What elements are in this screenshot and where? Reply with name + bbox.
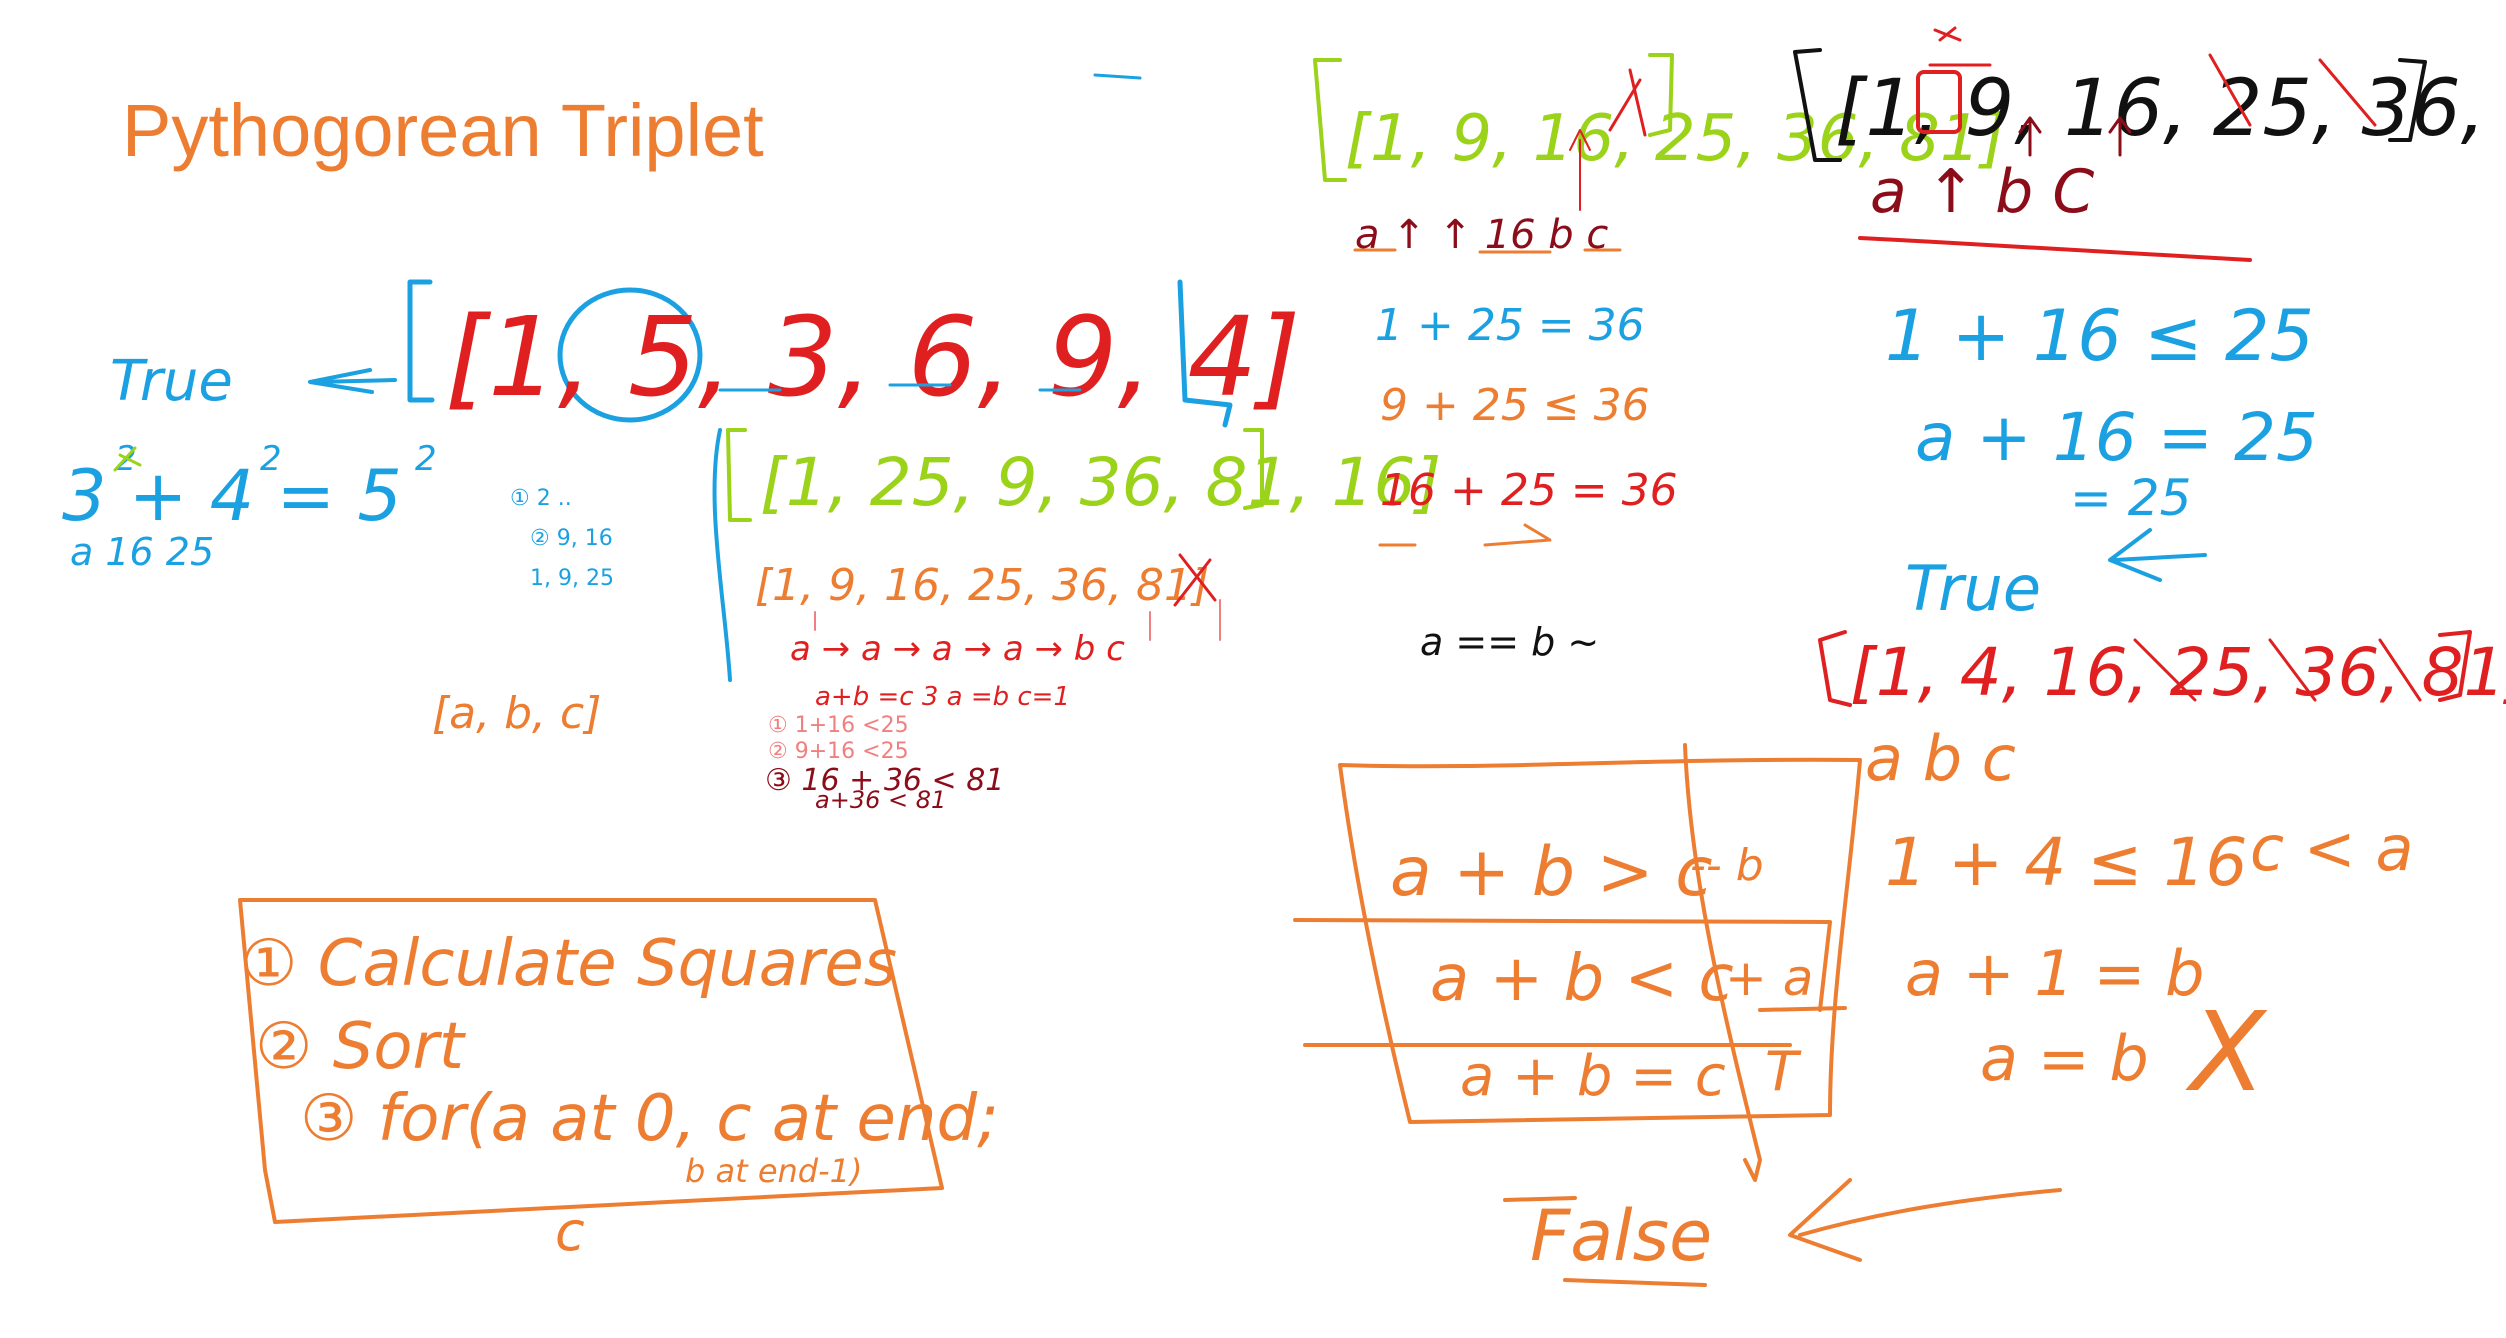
right-eq1: 1 + 16 ≤ 25 — [1885, 295, 2314, 377]
right-eq4: 1 + 4 ≤ 16 — [1885, 824, 2247, 901]
right-c-lt-a: c < a — [2250, 812, 2413, 885]
page-title: Pythogorean Triplet — [122, 89, 764, 172]
svg-text:② 9+16 <25: ② 9+16 <25 — [768, 739, 909, 764]
right-pointers: a ↑ b C — [1870, 157, 2094, 227]
right-array2: [1, 4, 16, 25, 36, 81] — [1850, 634, 2506, 711]
step-3b: a+36 < 81 — [815, 786, 946, 814]
table-row3: a + b = c — [1460, 1044, 1726, 1109]
svg-text:2: 2 — [260, 439, 282, 479]
algo-step-2: ② Sort — [255, 1010, 467, 1084]
table-row1-action: -- b — [1690, 840, 1764, 891]
mid-eq1: 1 + 25 = 36 — [1375, 300, 1645, 351]
middle-column: [1, 9, 16, 25, 36, 81] a ↑ ↑ 16 b c 1 + … — [1313, 53, 2006, 664]
right-column: [1, 9, 16, 25, 36, 81] a ↑ b C 1 + 16 ≤ … — [1793, 26, 2506, 1116]
svg-text:② 9, 16: ② 9, 16 — [530, 526, 613, 551]
sorted-array-text: [1, 9, 16, 25, 36, 81] — [755, 560, 1209, 611]
false-label: False — [1530, 1195, 1712, 1277]
right-eq3: = 25 — [2070, 469, 2191, 527]
step-3a: ③ 16 + 36 < 81 — [765, 763, 1004, 798]
svg-text:① 2 ..: ① 2 .. — [510, 486, 572, 511]
algo-step-3b: b at end-1) — [685, 1152, 862, 1190]
table-row2-action: + a — [1725, 949, 1813, 1007]
right-eq6: a = b — [1980, 1022, 2149, 1095]
squares-array-text: [1, 25, 9, 36, 81, 16] — [760, 444, 1441, 521]
stray-mark — [1093, 73, 1142, 80]
algo-c: c — [555, 1200, 585, 1263]
right-abc: a b c — [1865, 722, 2016, 795]
tiny-steps: ① 2 .. ② 9, 16 1, 9, 25 — [510, 486, 614, 591]
svg-text:1, 9, 25: 1, 9, 25 — [530, 566, 614, 591]
input-array-group: True [1, 5, 3, 6, 9, 4] — [110, 279, 1300, 428]
mid-array: [1, 9, 16, 25, 36, 81] — [1345, 102, 2006, 176]
true-right-label: True — [1905, 552, 2041, 625]
squares-equation: 3 + 4 = 5 2 2 2 a 16 25 — [62, 439, 437, 574]
mid-eq4: a == b ~ — [1420, 620, 1599, 664]
mid-pointers: a ↑ ↑ 16 b c — [1355, 212, 1608, 258]
table-row3-action: T — [1765, 1040, 1802, 1103]
algo-step-3: ③ for(a at 0, c at end; — [300, 1082, 999, 1156]
squares-eq-sub: a 16 25 — [70, 530, 214, 574]
right-eq5: a + 1 = b — [1905, 937, 2205, 1010]
abc-bracket: [a, b, c] — [432, 688, 601, 739]
sorted-array-group: [1, 9, 16, 25, 36, 81] a → a → a → a → b… — [755, 553, 1221, 814]
svg-text:2: 2 — [415, 439, 437, 479]
false-group: False — [1503, 1178, 2062, 1287]
table-row2: a + b < c — [1430, 942, 1734, 1016]
decision-table: a + b > c -- b a + b < c + a a + b = c T — [1293, 743, 1862, 1182]
squares-eq-base: 3 + 4 = 5 — [62, 455, 402, 537]
true-left-label: True — [110, 349, 233, 414]
pointer-chain: a → a → a → a → b c — [790, 629, 1125, 669]
pointer-sub: a+b =c 3 a =b c=1 — [815, 682, 1070, 712]
svg-text:① 1+16 <25: ① 1+16 <25 — [768, 713, 909, 738]
mid-eq3: 16 + 25 = 36 — [1380, 465, 1678, 516]
table-row1: a + b > c — [1390, 833, 1713, 912]
mid-eq2: 9 + 25 ≤ 36 — [1380, 380, 1650, 431]
right-array: [1, 9, 16, 25, 36, 81] — [1835, 64, 2506, 154]
right-eq2: a + 16 = 25 — [1915, 399, 2318, 476]
algo-step-1: ① Calculate Squares — [240, 927, 897, 1001]
cross-mark: X — [2185, 988, 2268, 1116]
squares-array-group: [1, 25, 9, 36, 81, 16] — [726, 428, 1441, 522]
input-array-text: [1, 5, 3, 6, 9, 4] — [445, 293, 1300, 421]
algorithm-box: ① Calculate Squares ② Sort ③ for(a at 0,… — [238, 898, 999, 1263]
